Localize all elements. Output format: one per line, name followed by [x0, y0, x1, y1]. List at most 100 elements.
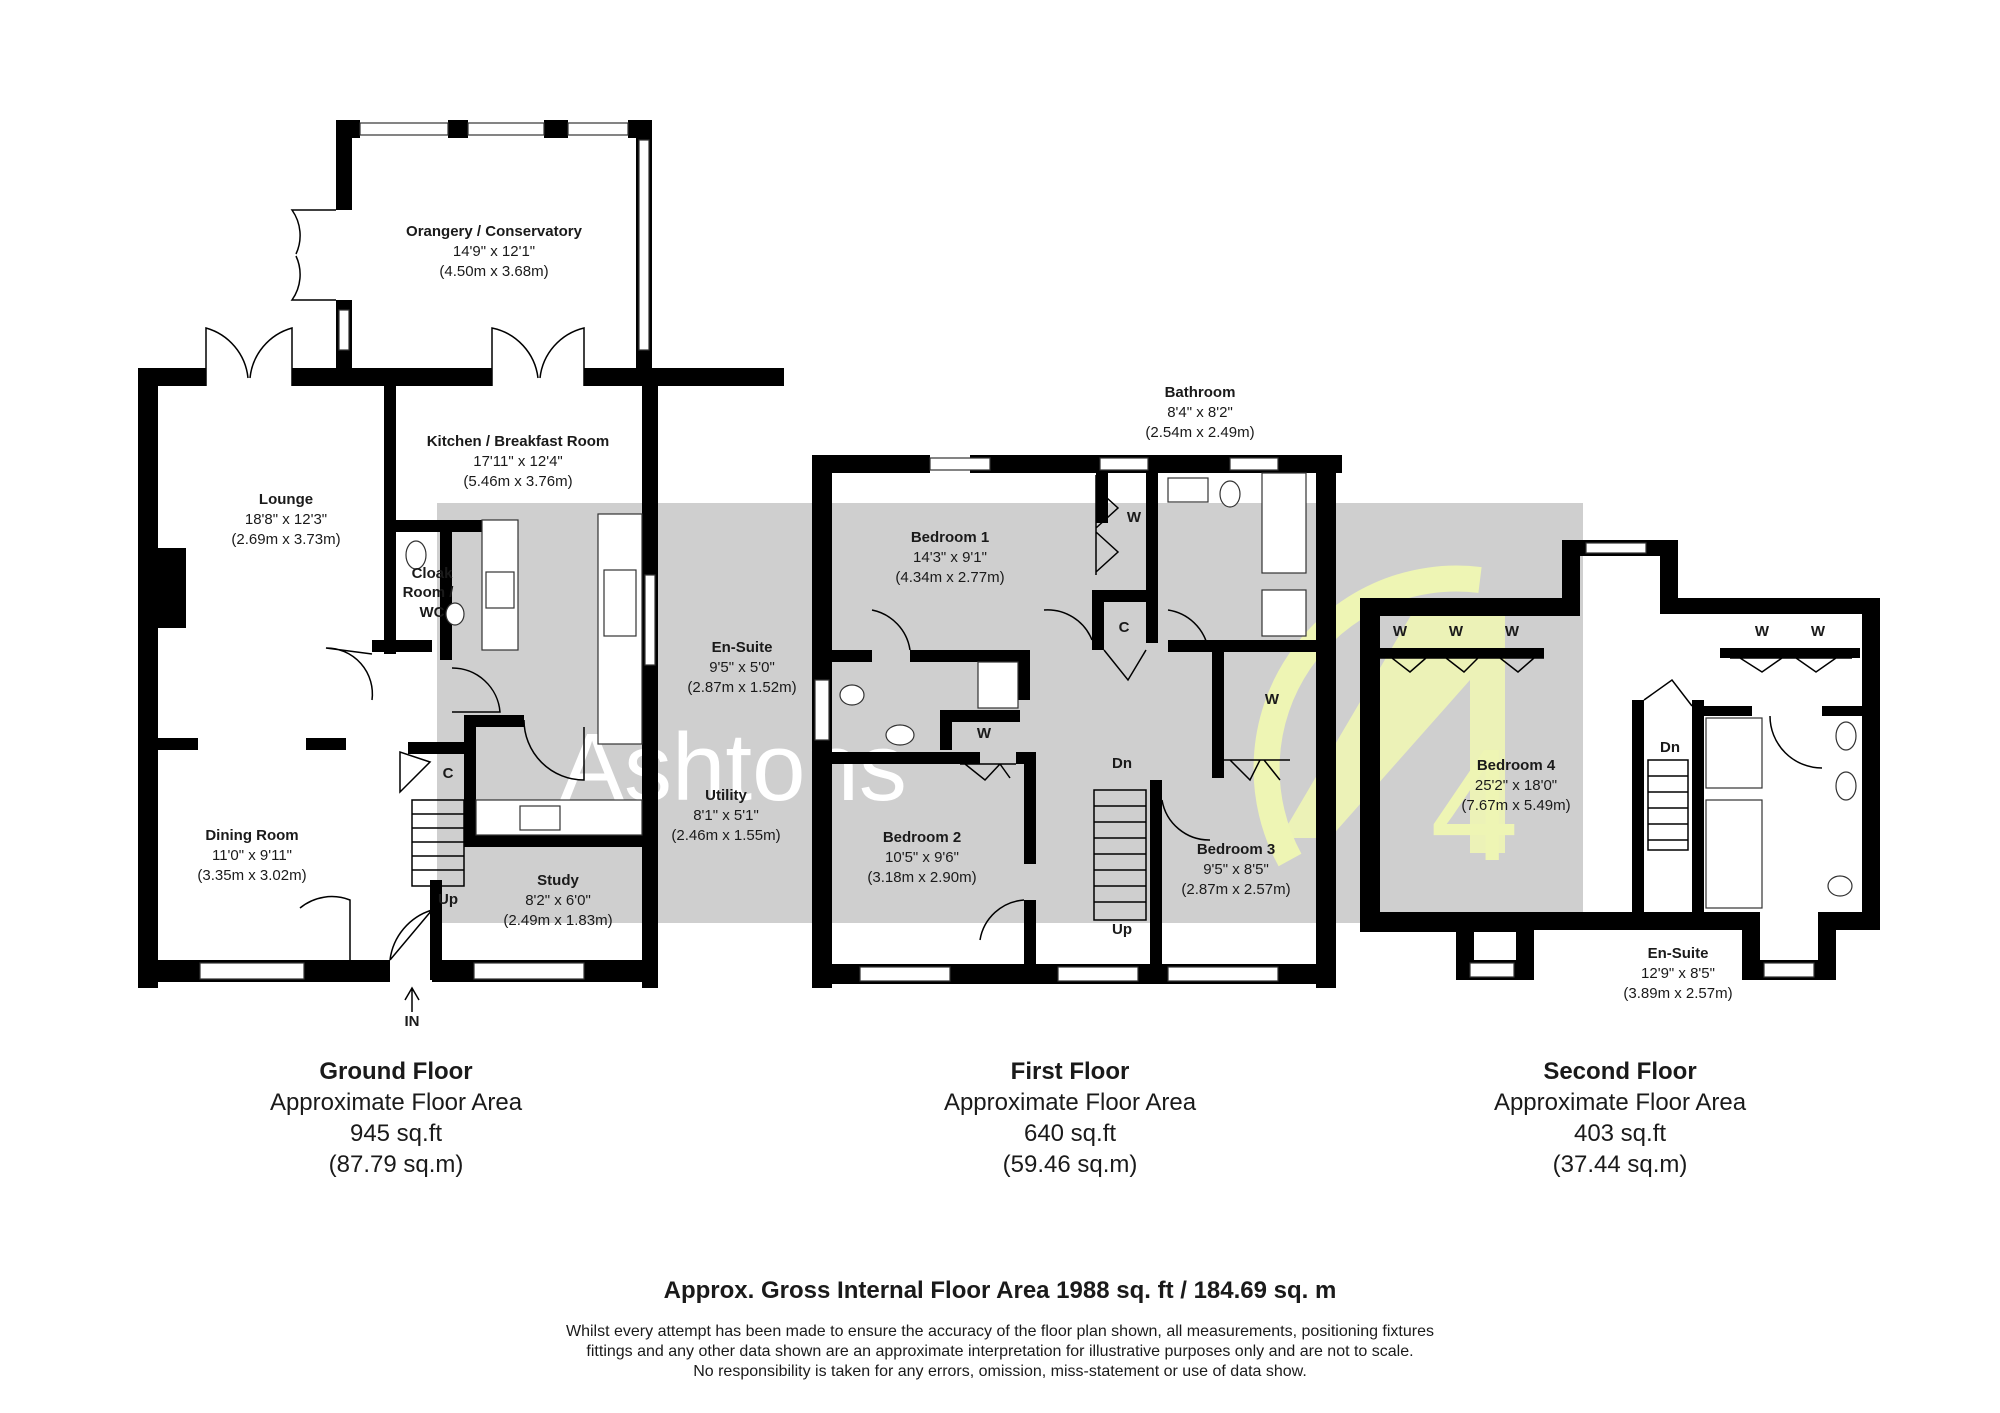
stairs-up-label: Up	[1112, 921, 1132, 938]
wall	[1024, 764, 1036, 864]
caption-sqft: 403 sq.ft	[1573, 1120, 1667, 1147]
wall	[306, 738, 346, 750]
door	[979, 899, 1025, 941]
wall	[292, 368, 492, 386]
room-size-bedroom-3: 9'5" x 8'5"	[1203, 861, 1269, 878]
french-doors	[205, 327, 293, 386]
door	[399, 750, 432, 794]
window	[359, 122, 449, 136]
stairs-down-label: Dn	[1112, 755, 1132, 772]
basin	[885, 724, 915, 746]
wall	[1168, 640, 1336, 652]
window	[1585, 542, 1647, 554]
window	[644, 574, 656, 666]
caption-sqft: 945 sq.ft	[349, 1120, 443, 1147]
french-doors	[290, 209, 336, 301]
door	[871, 609, 911, 651]
window	[1763, 962, 1815, 978]
stairs	[411, 799, 465, 887]
room-size-bedroom-1: 14'3" x 9'1"	[913, 549, 987, 566]
basin	[1835, 771, 1857, 801]
room-size-study: 8'2" x 6'0"	[525, 892, 591, 909]
room-name-bedroom-4: Bedroom 4	[1477, 757, 1556, 774]
room-metric-bedroom-2: (3.18m x 2.90m)	[867, 869, 976, 886]
wall	[1704, 706, 1752, 716]
wall	[430, 880, 442, 980]
door	[523, 719, 585, 781]
room-metric-utility: (2.46m x 1.55m)	[671, 827, 780, 844]
wardrobe-label: W	[1505, 623, 1520, 640]
door	[1161, 799, 1211, 841]
wall	[1380, 648, 1544, 658]
window	[1057, 966, 1139, 982]
caption-subtitle: Approximate Floor Area	[1493, 1089, 1747, 1116]
caption-first-floor: First Floor Approximate Floor Area 640 s…	[880, 1056, 1260, 1180]
shower	[977, 661, 1019, 709]
wall	[464, 715, 524, 727]
room-size-utility: 8'1" x 5'1"	[693, 807, 759, 824]
wall	[1822, 706, 1862, 716]
window	[199, 962, 305, 980]
room-name-cloak-3: WC	[420, 604, 445, 621]
wardrobe	[960, 763, 1016, 782]
wardrobe-label: W	[1811, 623, 1826, 640]
wall	[384, 386, 396, 654]
stairs-up-label: Up	[438, 891, 458, 908]
room-name-bedroom-2: Bedroom 2	[883, 829, 961, 846]
caption-sqm: (37.44 sq.m)	[1552, 1151, 1688, 1178]
room-name-dining: Dining Room	[205, 827, 298, 844]
door	[1043, 609, 1093, 641]
room-metric-ensuite-2: (3.89m x 2.57m)	[1623, 985, 1732, 1002]
wall	[1862, 598, 1880, 930]
room-metric-bedroom-4: (7.67m x 5.49m)	[1461, 797, 1570, 814]
wardrobe-label: W	[1127, 509, 1142, 526]
chimney-breast	[158, 548, 186, 628]
basin	[445, 602, 465, 626]
room-metric-bedroom-1: (4.34m x 2.77m)	[895, 569, 1004, 586]
room-metric-lounge: (2.69m x 3.73m)	[231, 531, 340, 548]
wall	[1692, 700, 1704, 912]
wall	[138, 368, 206, 386]
wall	[1092, 590, 1104, 650]
wardrobe-label: W	[1265, 691, 1280, 708]
toilet	[405, 540, 427, 570]
cupboard-label: C	[443, 765, 454, 782]
room-name-study: Study	[537, 872, 579, 889]
wall	[1360, 598, 1580, 616]
wall	[1818, 912, 1880, 930]
stairs	[1093, 789, 1147, 921]
wall	[372, 640, 432, 652]
window	[638, 139, 650, 351]
second-floor-plan: W W W W W	[1360, 540, 1880, 980]
wardrobe-label: W	[1449, 623, 1464, 640]
wardrobe-label: W	[1393, 623, 1408, 640]
wall	[812, 455, 930, 473]
caption-subtitle: Approximate Floor Area	[943, 1089, 1197, 1116]
wall	[1092, 590, 1152, 600]
wall	[584, 368, 784, 386]
room-name-ensuite-2: En-Suite	[1648, 945, 1709, 962]
bath	[1705, 799, 1763, 909]
shower	[1261, 589, 1307, 637]
entrance-label: IN	[405, 1013, 420, 1030]
window	[814, 679, 830, 741]
shower	[1705, 717, 1763, 789]
room-metric-bathroom: (2.54m x 2.49m)	[1145, 424, 1254, 441]
window	[1167, 966, 1279, 982]
door	[389, 909, 433, 961]
basin	[1835, 721, 1857, 751]
wardrobe-label: W	[977, 725, 992, 742]
ground-floor-plan	[138, 120, 784, 1012]
wall	[138, 368, 158, 988]
room-size-lounge: 18'8" x 12'3"	[245, 511, 327, 528]
window	[467, 122, 545, 136]
room-name-bedroom-1: Bedroom 1	[911, 529, 989, 546]
wall	[832, 650, 872, 662]
room-name-orangery: Orangery / Conservatory	[406, 223, 583, 240]
disclaimer: Whilst every attempt has been made to en…	[400, 1322, 1600, 1382]
wall	[1018, 650, 1030, 700]
caption-ground-floor: Ground Floor Approximate Floor Area 945 …	[206, 1056, 586, 1180]
bath	[1261, 472, 1307, 574]
wall	[158, 738, 198, 750]
wardrobe	[1095, 475, 1120, 575]
